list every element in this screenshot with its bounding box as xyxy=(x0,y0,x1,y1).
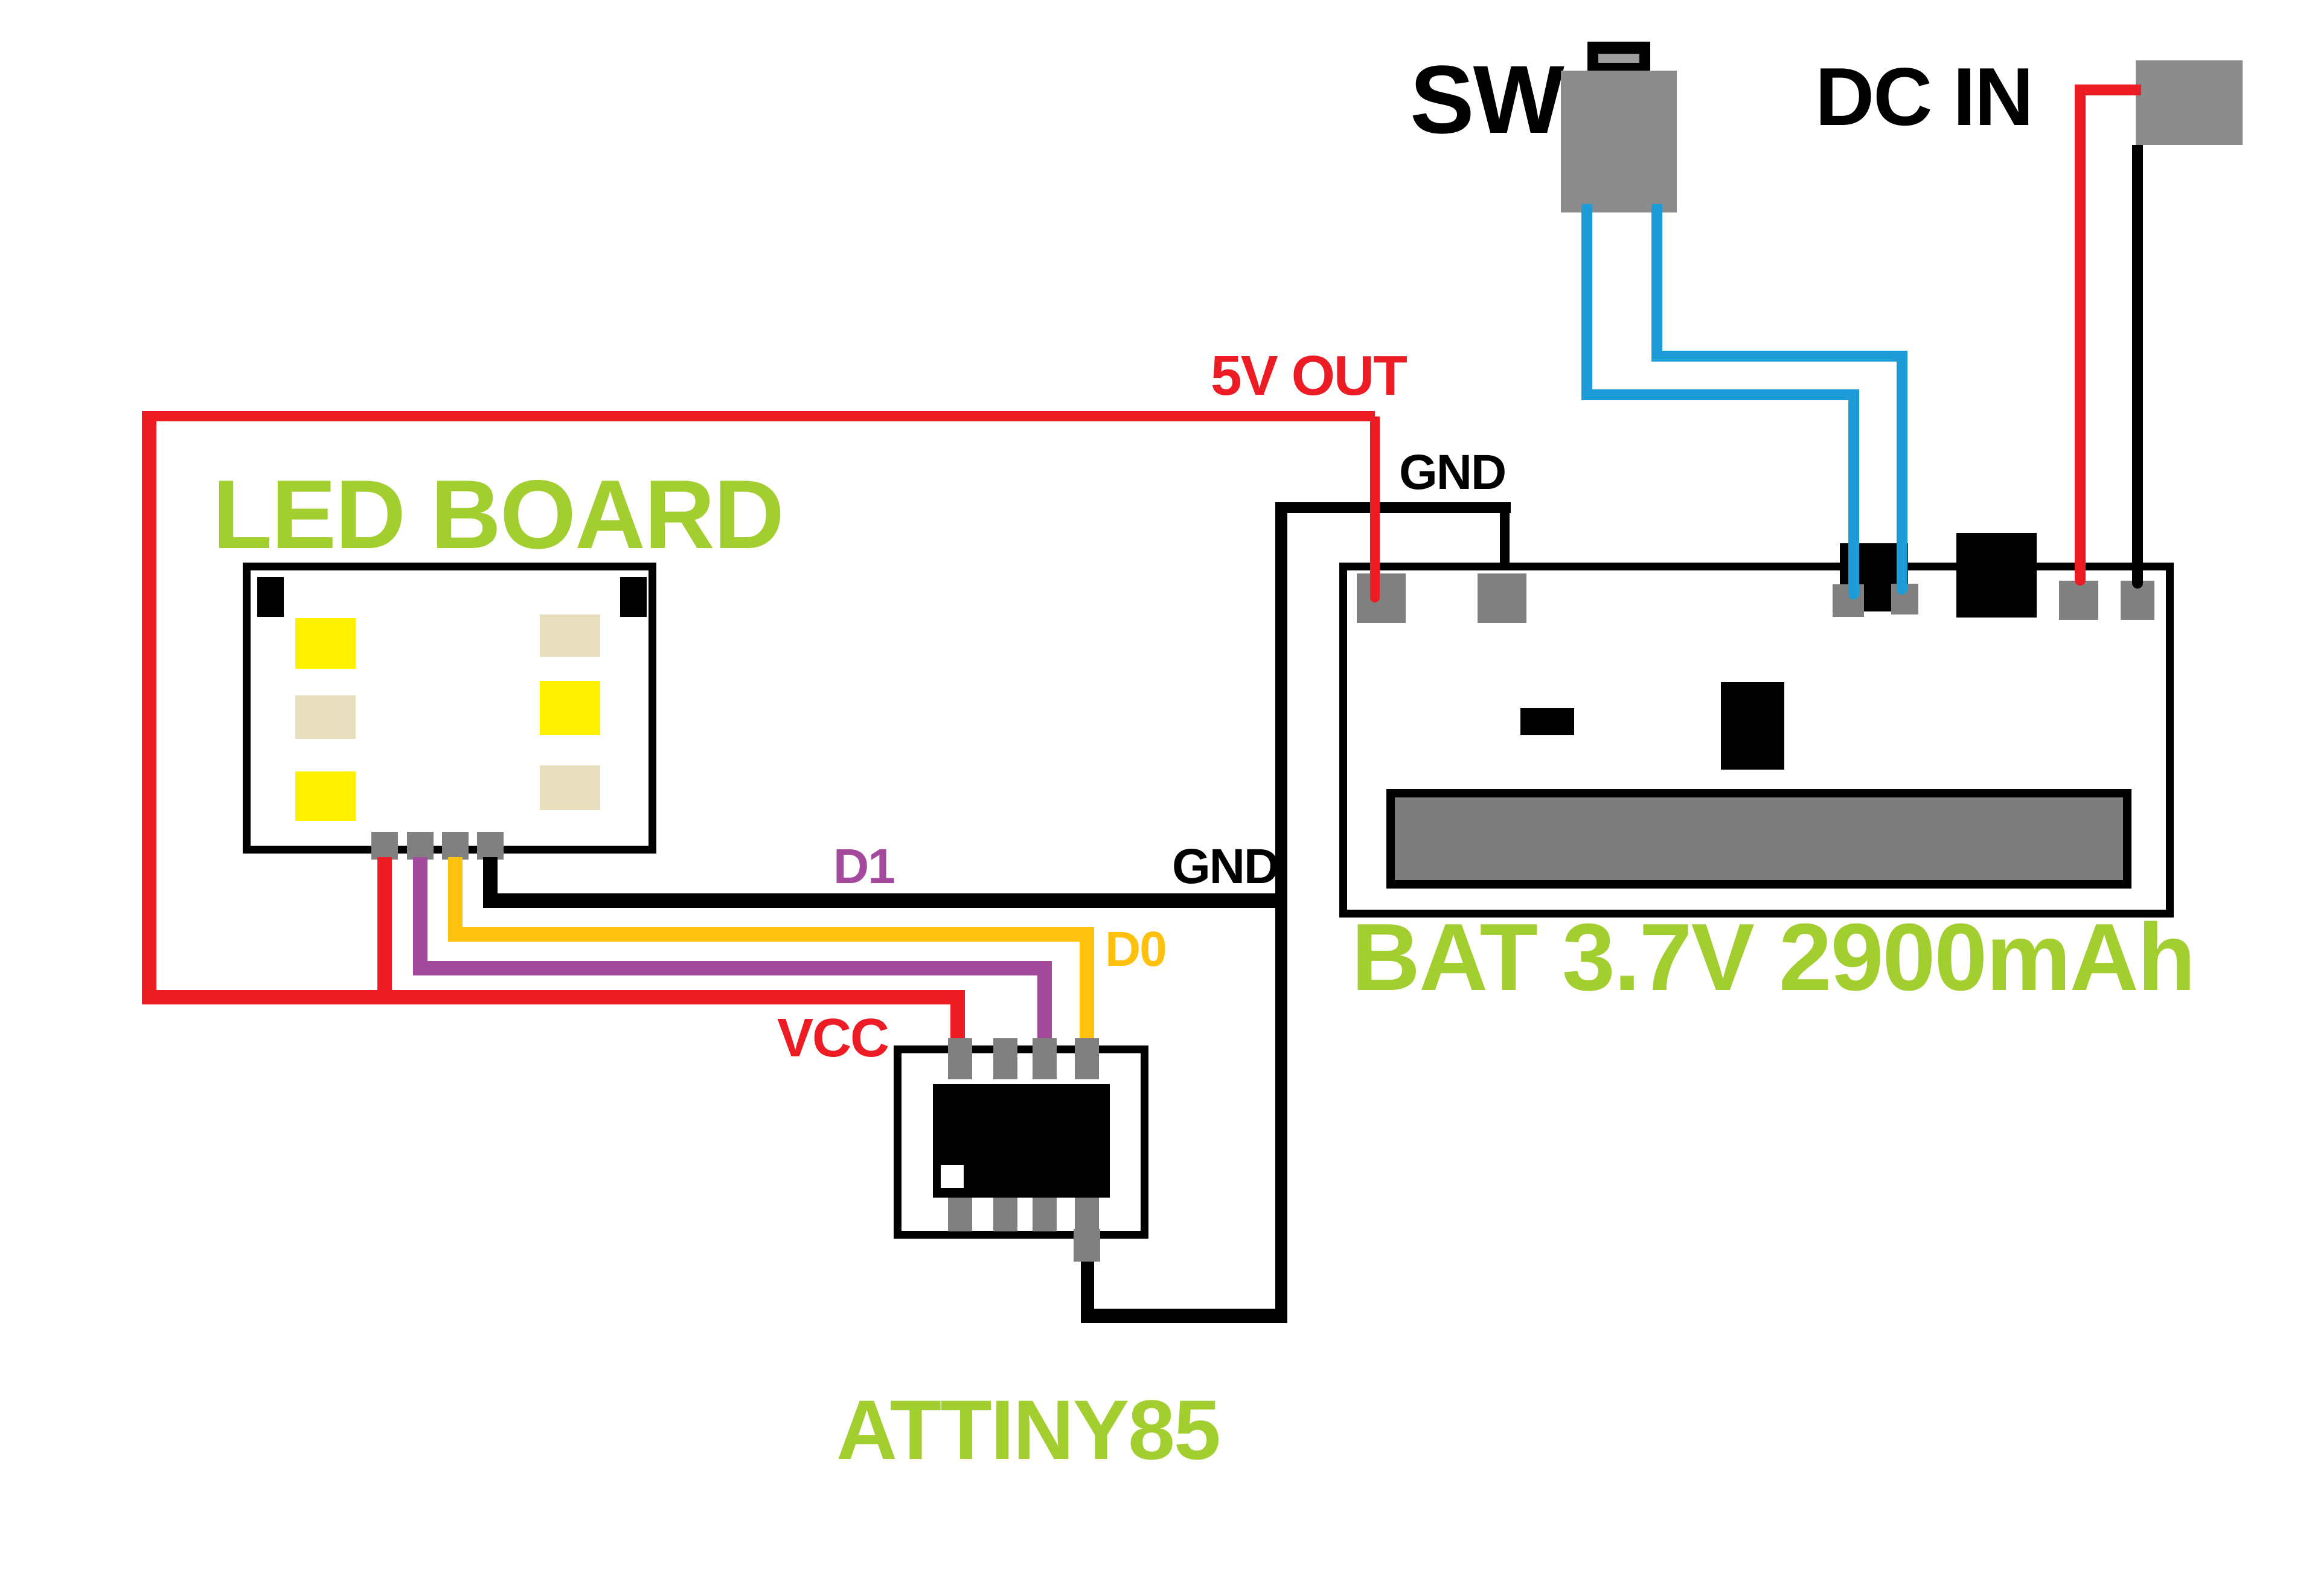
battery-smd-ic xyxy=(1721,682,1784,770)
switch-title: SW xyxy=(1410,45,1564,153)
battery-cell-bar xyxy=(1386,789,2131,889)
attiny-title: ATTINY85 xyxy=(836,1382,1221,1477)
wire-sw1-drop xyxy=(1848,389,1859,599)
wire-sw1-h xyxy=(1581,389,1859,400)
wire-vcc-led-stub xyxy=(377,857,392,997)
led-tan xyxy=(540,614,600,657)
switch-actuator-slot xyxy=(1598,54,1639,63)
wire-dc-plus-v xyxy=(2075,85,2086,586)
led-tan xyxy=(540,765,600,810)
wire-dc-minus-v xyxy=(2132,145,2143,589)
led-yellow xyxy=(295,618,356,669)
wire-gnd-return-stub xyxy=(1081,1256,1094,1316)
wire-gnd-long-vertical xyxy=(1275,502,1287,1323)
led-pad-d1 xyxy=(407,832,434,860)
battery-usb-component xyxy=(1956,533,2037,618)
dc-in-title: DC IN xyxy=(1815,51,2034,142)
wire-gnd-return-h xyxy=(1081,1309,1287,1323)
attiny-pin-top-4 xyxy=(1075,1038,1099,1079)
d1-label: D1 xyxy=(833,839,895,894)
switch-body xyxy=(1561,71,1677,212)
wire-gnd-led-h xyxy=(483,893,1287,908)
led-board-tab-left xyxy=(257,577,284,617)
led-pad-vcc xyxy=(371,832,398,860)
wire-sw2-v xyxy=(1651,204,1662,362)
battery-smd-resistor xyxy=(1520,708,1574,735)
gnd-mid-label: GND xyxy=(1172,839,1279,894)
battery-title: BAT 3.7V 2900mAh xyxy=(1351,904,2195,1010)
dc-jack xyxy=(2136,60,2243,145)
d0-label: D0 xyxy=(1105,922,1167,977)
led-pad-d0 xyxy=(442,832,469,860)
wire-d1-stub xyxy=(413,857,428,975)
5v-out-label: 5V OUT xyxy=(1211,344,1407,407)
attiny-pin-top-2 xyxy=(993,1038,1017,1079)
led-yellow xyxy=(295,771,356,821)
attiny-pin-top-1 xyxy=(948,1038,972,1079)
battery-pad-5v xyxy=(1357,573,1406,623)
attiny-gnd-pad xyxy=(1074,1229,1100,1262)
wire-5v-battery-drop xyxy=(1370,417,1380,602)
wire-d1-h xyxy=(413,961,1052,975)
battery-pad-gnd xyxy=(1478,573,1526,623)
led-board-tab-right xyxy=(620,577,647,617)
attiny-pin-top-3 xyxy=(1033,1038,1057,1079)
wire-vcc-attiny-v xyxy=(950,990,965,1045)
wire-5v-left-v xyxy=(142,411,156,1004)
led-tan xyxy=(295,695,356,739)
led-yellow xyxy=(540,681,600,735)
led-board-title: LED BOARD xyxy=(213,460,784,569)
attiny-pin-bottom-3 xyxy=(1033,1198,1057,1231)
gnd-top-label: GND xyxy=(1399,445,1507,500)
vcc-label: VCC xyxy=(777,1008,889,1068)
wire-d0-v xyxy=(1080,927,1094,1045)
wire-d1-v xyxy=(1037,961,1052,1045)
attiny-pin-bottom-2 xyxy=(993,1198,1017,1231)
wire-sw2-drop xyxy=(1897,351,1907,595)
attiny-pin-bottom-4 xyxy=(1075,1198,1099,1231)
wire-vcc-h xyxy=(142,990,965,1004)
wire-d0-h xyxy=(448,927,1094,942)
attiny-chip-notch xyxy=(941,1165,964,1188)
led-pad-gnd xyxy=(477,832,504,860)
wire-gnd-battery-h xyxy=(1275,502,1511,513)
wire-5v-top-h xyxy=(142,411,1375,421)
wire-sw2-h xyxy=(1651,351,1907,362)
wire-sw1-v xyxy=(1581,204,1592,400)
attiny-pin-bottom-1 xyxy=(948,1198,972,1231)
battery-pad-dc-plus xyxy=(2059,581,2098,620)
wire-dc-plus-h xyxy=(2075,85,2141,95)
